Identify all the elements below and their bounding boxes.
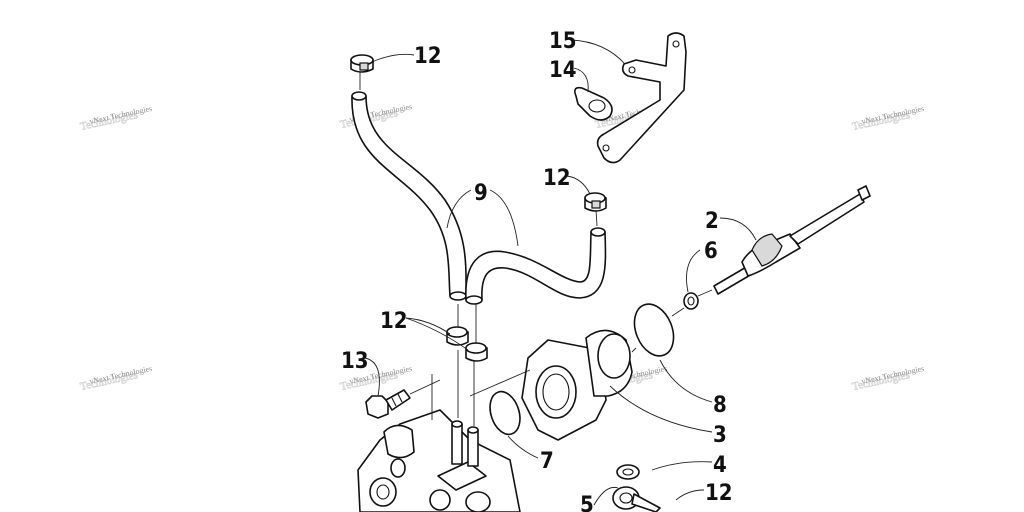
- callout-14: 14: [549, 58, 577, 83]
- o-ring-8: [633, 303, 675, 357]
- callout-9: 9: [474, 181, 488, 206]
- oil-pump-body: [357, 409, 521, 512]
- callout-labels: 12 15 14 12 9 2 6 12 13 8 3 7 4 5 12: [341, 29, 733, 512]
- callout-12-left: 12: [380, 309, 408, 334]
- cable-clip: [574, 86, 613, 121]
- hose-clamp-top: [350, 54, 374, 73]
- callout-12-top: 12: [414, 44, 442, 69]
- hose-clamp-lower-b: [465, 342, 488, 362]
- washer-6: [683, 292, 699, 310]
- mounting-bracket: [596, 32, 687, 164]
- callout-13: 13: [341, 349, 369, 374]
- callout-4: 4: [713, 453, 727, 478]
- oil-hose-right: [465, 227, 607, 305]
- callout-2: 2: [705, 209, 719, 234]
- callout-6: 6: [704, 239, 718, 264]
- banjo-bolt: [365, 389, 411, 419]
- oil-hose-left: [351, 91, 467, 301]
- banjo-fitting: [612, 486, 661, 512]
- o-ring-7: [489, 390, 521, 436]
- callout-15: 15: [549, 29, 577, 54]
- hose-clamp-right: [584, 192, 607, 212]
- callout-5: 5: [580, 493, 594, 512]
- callout-leaders: [364, 39, 757, 506]
- washer-4: [616, 464, 640, 480]
- callout-8: 8: [713, 393, 727, 418]
- callout-7: 7: [540, 449, 554, 474]
- callout-12-bottom: 12: [705, 481, 733, 506]
- drive-shaft: [713, 185, 871, 295]
- callout-3: 3: [713, 423, 727, 448]
- assembly-axis-lines: [359, 72, 713, 426]
- callout-12-mid: 12: [543, 166, 571, 191]
- hose-clamp-lower-a: [446, 326, 469, 346]
- pump-housing: [521, 329, 633, 441]
